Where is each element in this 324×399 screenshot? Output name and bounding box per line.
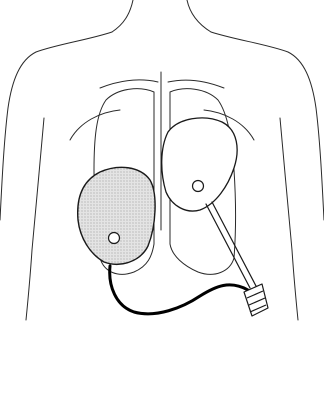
neck-right: [187, 0, 211, 32]
right-side: [280, 118, 298, 320]
anterior-pad-connector: [109, 233, 120, 244]
posterior-lead-wire: [206, 202, 256, 288]
anterior-electrode-pad: [78, 167, 155, 264]
left-side: [26, 118, 44, 320]
neck-left: [112, 0, 133, 32]
posterior-pad-connector: [193, 181, 204, 192]
left-clavicle: [100, 80, 158, 88]
right-clavicle: [168, 80, 224, 88]
posterior-electrode-pad: [162, 118, 237, 211]
